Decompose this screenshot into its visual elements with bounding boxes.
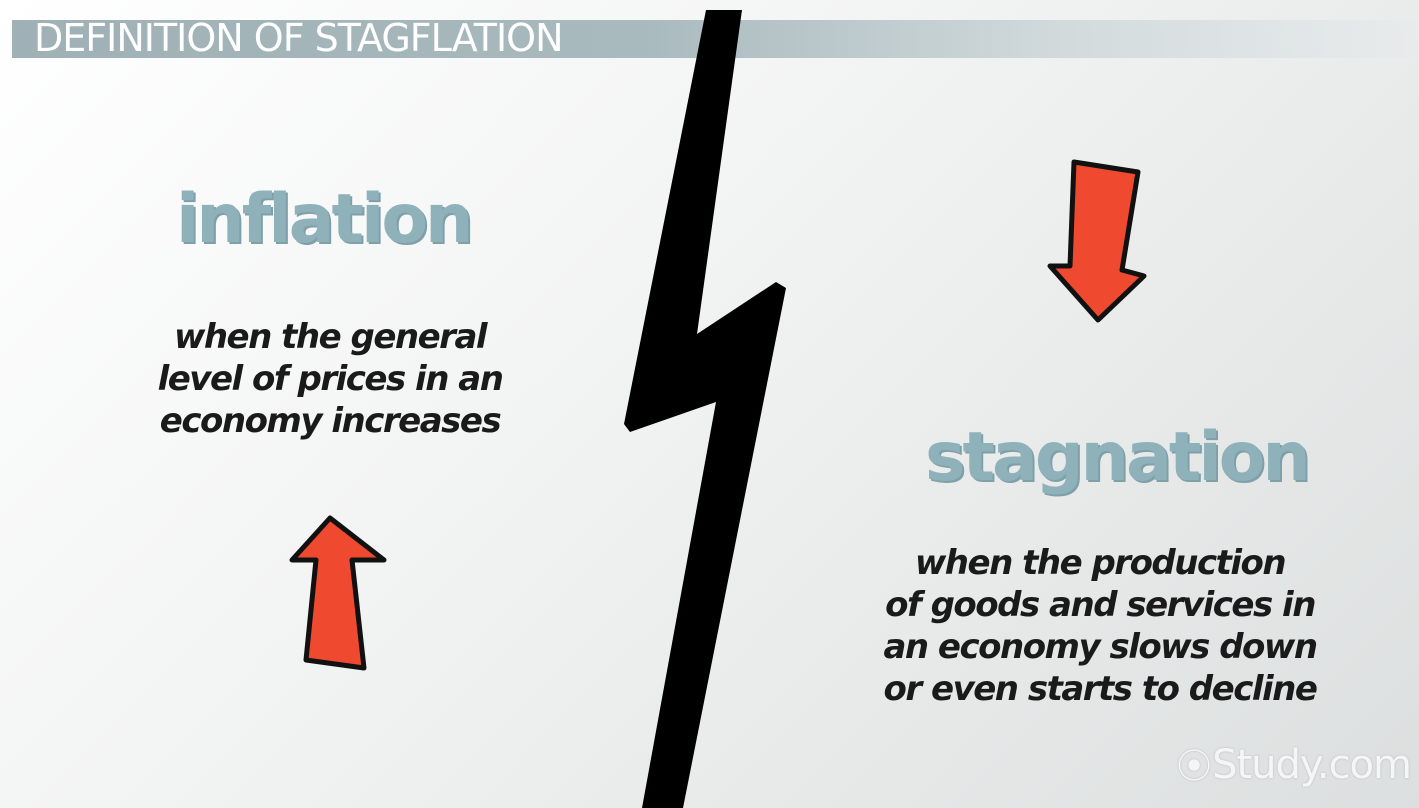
definition-stagnation: when the production of goods and service… [840, 542, 1360, 710]
definition-line: economy increases [159, 401, 502, 441]
definition-line: or even starts to decline [883, 669, 1318, 709]
watermark: ⦿Study.com [1177, 739, 1412, 788]
arrow-down-icon [1047, 159, 1147, 323]
term-stagnation: stagnation [925, 418, 1311, 497]
term-inflation: inflation [176, 180, 473, 259]
definition-inflation: when the general level of prices in an e… [120, 316, 540, 442]
definition-line: level of prices in an [157, 359, 504, 399]
slide-title: DEFINITION OF STAGFLATION [34, 16, 564, 60]
definition-line: of goods and services in [885, 585, 1316, 625]
definition-line: when the production [914, 543, 1287, 583]
definition-line: when the general [173, 317, 488, 357]
study-logo-icon: ⦿ [1177, 747, 1211, 787]
lightning-bolt-divider [624, 10, 786, 808]
arrow-up-icon [289, 515, 387, 671]
definition-line: an economy slows down [883, 627, 1318, 667]
watermark-text: Study.com [1212, 742, 1412, 788]
